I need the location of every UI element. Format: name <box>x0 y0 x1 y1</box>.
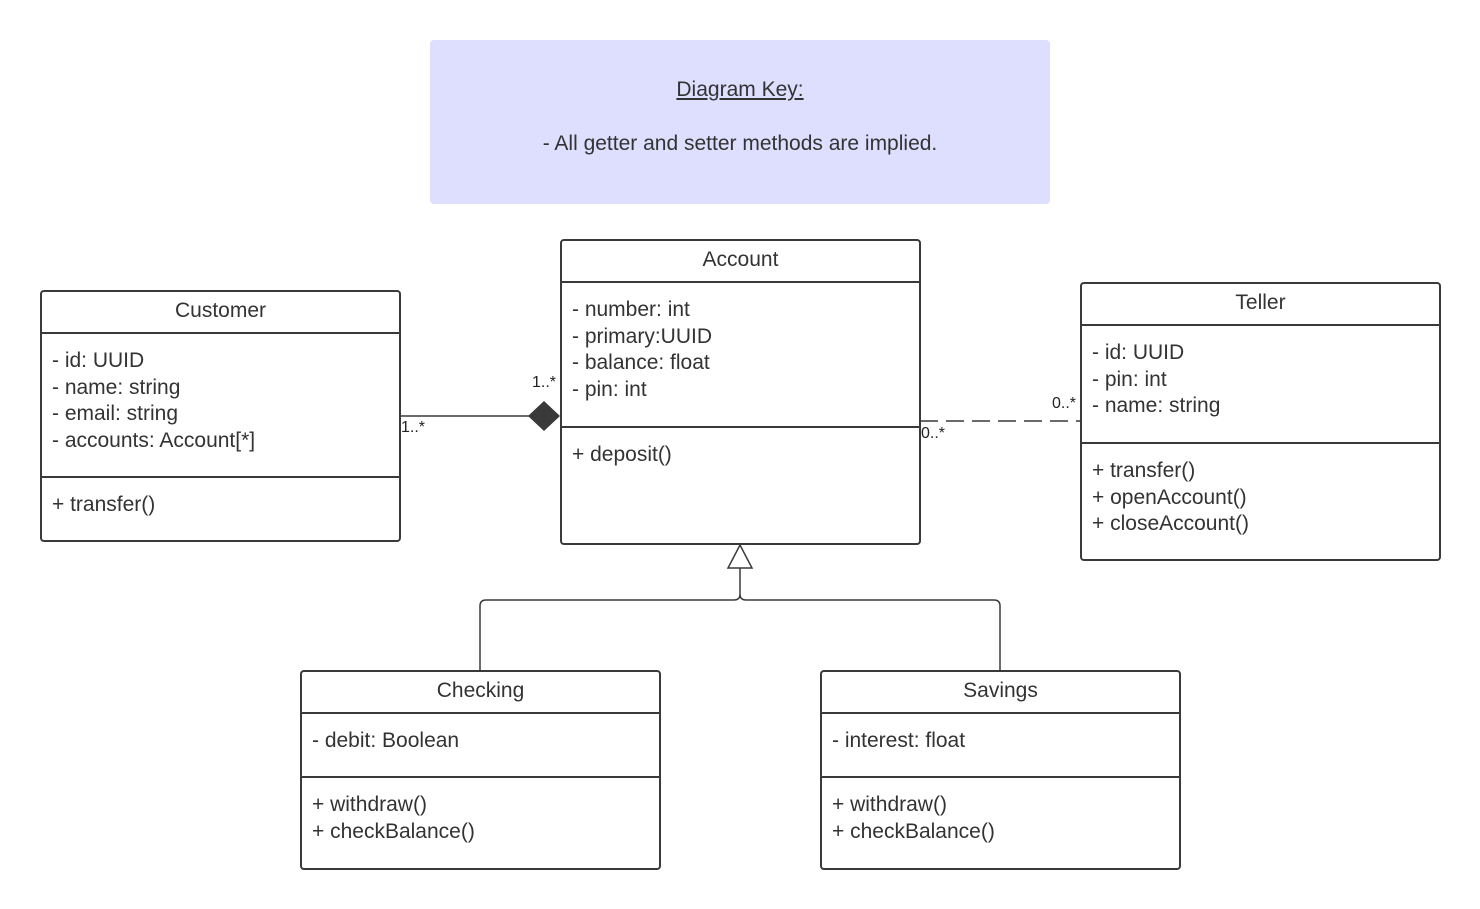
attribute: - email: string <box>52 402 179 426</box>
class-savings-operations: + withdraw() + checkBalance() <box>822 778 1179 868</box>
attribute: - balance: float <box>572 351 710 375</box>
class-teller-operations: + transfer() + openAccount() + closeAcco… <box>1082 444 1439 559</box>
multiplicity-label: 0..* <box>1052 395 1077 412</box>
attribute: - name: string <box>52 375 181 399</box>
attribute: - id: UUID <box>52 349 145 372</box>
diagram-key: Diagram Key: - All getter and setter met… <box>430 40 1050 204</box>
attribute: - name: string <box>1092 394 1221 418</box>
operation: + closeAccount() <box>1092 512 1249 536</box>
attribute: - pin: int <box>572 377 647 401</box>
class-checking-operations: + withdraw() + checkBalance() <box>302 778 659 868</box>
inheritance-line <box>479 568 1001 671</box>
class-savings[interactable]: Savings - interest: float + withdraw() +… <box>820 670 1181 870</box>
diagram-key-note: - All getter and setter methods are impl… <box>542 132 938 155</box>
class-savings-name: Savings <box>822 672 1179 714</box>
class-checking[interactable]: Checking - debit: Boolean + withdraw() +… <box>300 670 661 870</box>
attribute: - pin: int <box>1092 367 1167 391</box>
operation: + transfer() <box>52 493 156 516</box>
attribute: - debit: Boolean <box>312 729 460 752</box>
class-customer-attributes: - id: UUID - name: string - email: strin… <box>42 334 399 478</box>
attribute: - interest: float <box>832 729 966 752</box>
multiplicity-label: 0..* <box>921 425 946 442</box>
inheritance-triangle <box>726 543 754 569</box>
operation: + checkBalance() <box>312 819 475 843</box>
attribute: - id: UUID <box>1092 341 1185 364</box>
operation: + transfer() <box>1092 459 1196 482</box>
operation: + openAccount() <box>1092 485 1247 509</box>
class-customer[interactable]: Customer - id: UUID - name: string - ema… <box>40 290 401 542</box>
class-checking-attributes: - debit: Boolean <box>302 714 659 778</box>
class-savings-attributes: - interest: float <box>822 714 1179 778</box>
multiplicity-label: 1..* <box>532 374 557 391</box>
diagram-key-title: Diagram Key: <box>676 78 804 101</box>
class-account-name: Account <box>562 241 919 283</box>
attribute: - accounts: Account[*] <box>52 428 256 452</box>
class-account-attributes: - number: int - primary:UUID - balance: … <box>562 283 919 428</box>
attribute: - primary:UUID <box>572 324 712 348</box>
class-customer-operations: + transfer() <box>42 478 399 540</box>
class-teller-attributes: - id: UUID - pin: int - name: string <box>1082 326 1439 444</box>
operation: + checkBalance() <box>832 819 995 843</box>
class-teller[interactable]: Teller - id: UUID - pin: int - name: str… <box>1080 282 1441 561</box>
class-teller-name: Teller <box>1082 284 1439 326</box>
operation: + withdraw() <box>832 793 947 816</box>
class-checking-name: Checking <box>302 672 659 714</box>
attribute: - number: int <box>572 298 690 321</box>
class-account-operations: + deposit() <box>562 428 919 543</box>
composition-diamond <box>528 401 560 431</box>
class-customer-name: Customer <box>42 292 399 334</box>
operation: + deposit() <box>572 443 672 466</box>
class-account[interactable]: Account - number: int - primary:UUID - b… <box>560 239 921 545</box>
multiplicity-label: 1..* <box>401 419 426 436</box>
operation: + withdraw() <box>312 793 427 816</box>
